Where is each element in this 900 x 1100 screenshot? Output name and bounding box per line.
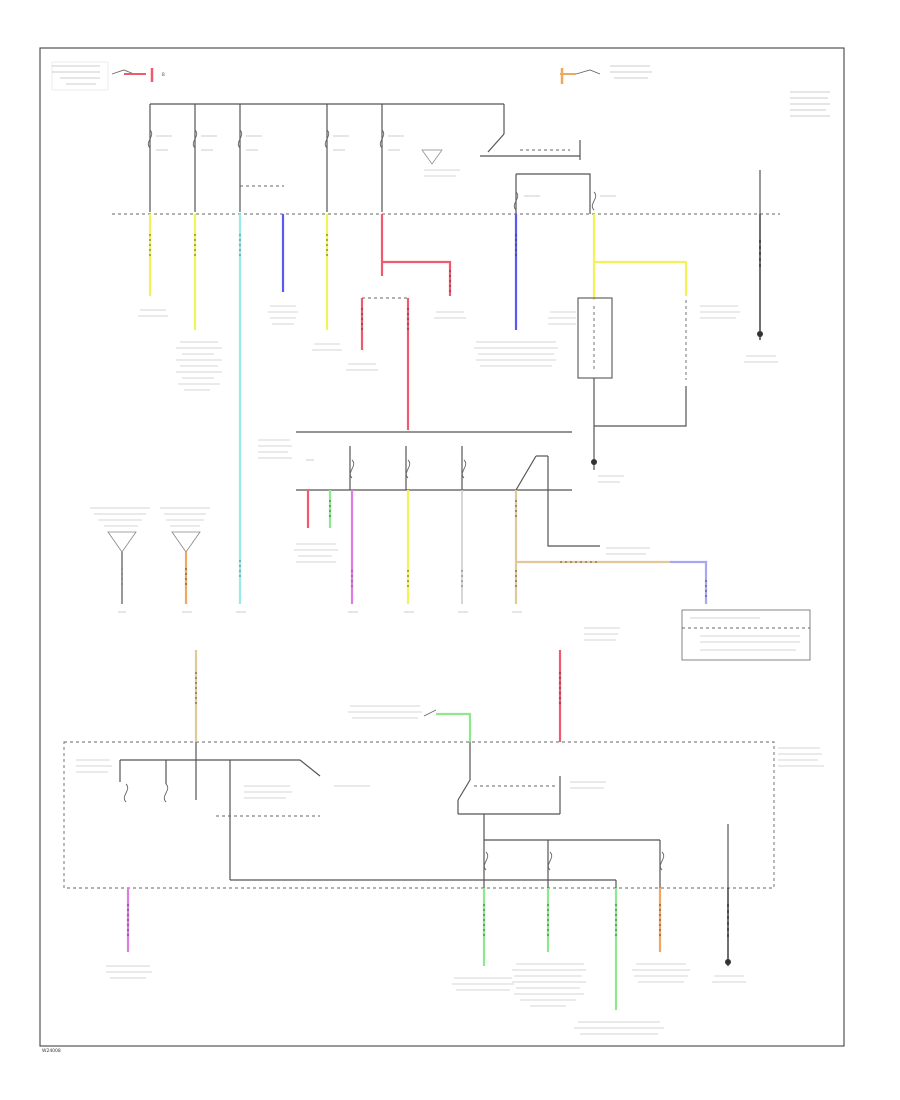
- svg-text:B: B: [162, 72, 165, 77]
- fuse-column-2: [192, 104, 217, 212]
- relay-box: [577, 297, 613, 379]
- wire-green-lower-1: [452, 888, 514, 991]
- fuse-column-3: [237, 104, 284, 212]
- wire-green-lower-2: [512, 888, 586, 1007]
- wire-red-middle: [294, 490, 338, 563]
- ignition-switch-symbol-left: B: [51, 61, 165, 91]
- footer-code: W24008: [42, 1048, 61, 1054]
- ignition-switch-symbol-right: [560, 65, 652, 84]
- wire-magenta-lower: [106, 888, 152, 979]
- accessory-relay-switch: [487, 133, 505, 153]
- switch-left-2: [160, 507, 210, 604]
- fuse-column-6: [513, 173, 591, 214]
- switch-left-1: [90, 507, 150, 604]
- wire-yellow-2: [176, 214, 222, 391]
- switch-green-lower: [348, 705, 472, 742]
- ground-top-right: [744, 214, 778, 363]
- connector-box-right: [681, 609, 811, 661]
- wire-green-lower-3: [574, 888, 664, 1035]
- wire-red-upper: [346, 214, 466, 430]
- relay-and-yellow-wire: [548, 214, 740, 483]
- wire-blue-2: [474, 214, 558, 367]
- top-right-unit-label: [790, 91, 830, 117]
- wire-yellow-1: [138, 214, 168, 317]
- middle-fuse-drops: [306, 446, 549, 530]
- wire-red-lower: [558, 627, 620, 742]
- fuse-column-5: [379, 104, 460, 212]
- diagram-frame: [39, 47, 845, 1047]
- fuse-column-7: [589, 186, 616, 214]
- lower-control-module: [63, 741, 775, 889]
- ground-lower-right: [712, 888, 746, 983]
- wire-yellow-3: [312, 214, 342, 351]
- fuse-column-4: [324, 104, 349, 212]
- wire-blue-1: [268, 214, 298, 325]
- diode-symbol: [421, 149, 443, 165]
- wire-orange-lower: [632, 888, 690, 983]
- lower-module-internals: [76, 742, 824, 888]
- fuse-column-1: [147, 104, 172, 212]
- wire-tan-horizontal: [516, 530, 708, 604]
- middle-unit-label: [258, 439, 292, 459]
